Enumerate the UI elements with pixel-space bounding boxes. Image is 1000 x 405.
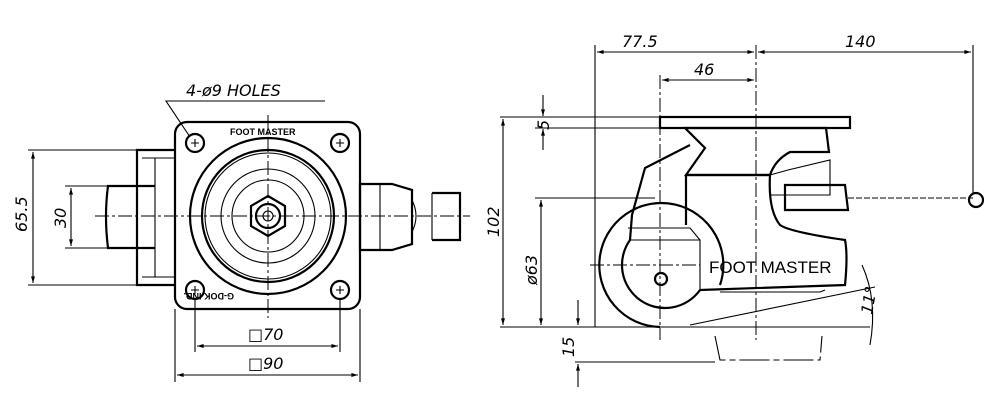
dim-90: □90 — [248, 354, 283, 373]
lever-body — [769, 159, 831, 196]
ext-lines-top — [594, 45, 974, 327]
body-frame — [684, 173, 848, 292]
foot-pad-lowered — [714, 335, 823, 361]
center-lines — [95, 115, 470, 318]
mounting-holes — [184, 132, 351, 301]
brand-top: FOOT MASTER — [230, 127, 296, 137]
side-center-lines — [590, 45, 757, 340]
lever — [358, 182, 462, 252]
dim-46: 46 — [694, 60, 714, 79]
brand-side: FOOT MASTER — [709, 258, 831, 277]
wheel-top — [104, 184, 155, 250]
housing-detail — [142, 157, 175, 278]
top-plate — [658, 115, 852, 130]
wheel-housing — [135, 148, 175, 287]
lever-knob — [967, 191, 985, 209]
holes-leader — [164, 100, 325, 138]
dim-30: 30 — [51, 208, 70, 228]
foot-pad — [720, 289, 826, 293]
lever-detail — [379, 184, 433, 250]
dim-65-5: 65.5 — [12, 196, 31, 232]
ext-lines-30 — [65, 185, 108, 249]
top-view: FOOT MASTER G-DOK IND. 4-ø9 HOLES 65.5 3… — [12, 81, 470, 382]
holes-note: 4-ø9 HOLES — [186, 81, 281, 100]
dim-77-5: 77.5 — [622, 32, 658, 51]
ext-lines — [28, 149, 137, 286]
dim-70: □70 — [248, 325, 283, 344]
wheel-inner — [620, 239, 701, 310]
ext-lines-bottom — [174, 300, 361, 382]
side-view: FOOT MASTER 77.5 140 46 5 102 ø63 15 11° — [484, 32, 985, 387]
lever-mechanism — [783, 183, 850, 212]
dim-15: 15 — [559, 337, 578, 357]
dim-63: ø63 — [522, 255, 541, 286]
angle-line — [689, 286, 876, 326]
dim-11-deg: 11° — [857, 284, 881, 315]
wheel-fork — [628, 227, 701, 290]
dim-102: 102 — [484, 206, 503, 237]
wheel-outer — [598, 201, 725, 329]
dim-140: 140 — [845, 32, 876, 51]
dim-5: 5 — [534, 120, 553, 130]
brand-bottom: G-DOK IND. — [184, 291, 235, 301]
axle — [653, 271, 669, 287]
ext-lines-left — [500, 116, 870, 363]
angle-arc — [861, 264, 874, 346]
swivel-body — [682, 126, 831, 177]
